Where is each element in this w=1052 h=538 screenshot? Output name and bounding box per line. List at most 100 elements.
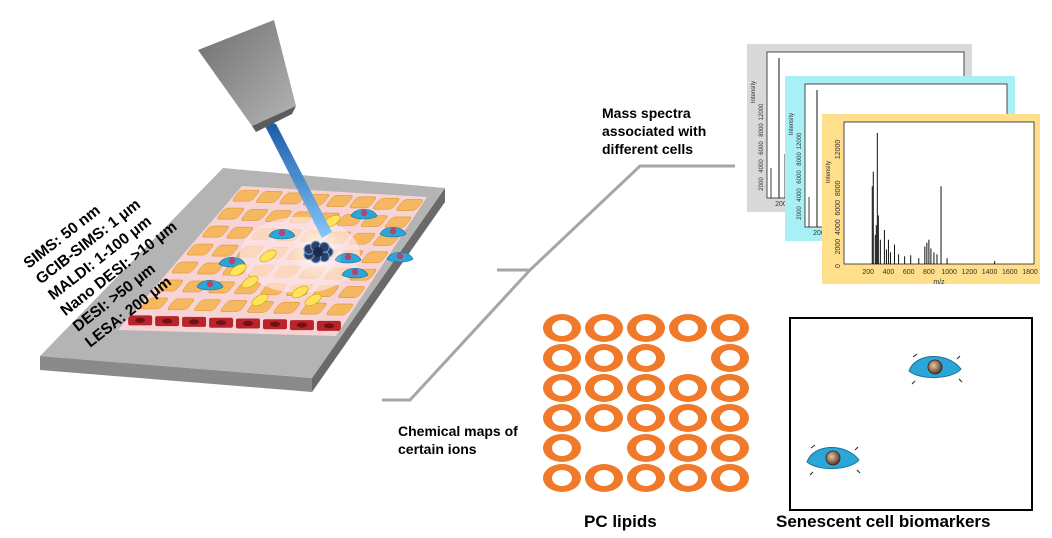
lipid-ring [543,464,581,492]
tissue-cell [373,197,400,210]
lipid-ring [669,374,707,402]
tissue-cell [349,196,377,209]
lipid-ring [669,314,707,342]
x-tick-label: 1200 [962,269,978,276]
red-cell [209,317,234,328]
y-tick-label: 4000 [759,159,765,173]
tissue-cell [211,244,239,257]
y-axis-label: Intensity [751,81,757,103]
lipid-ring [543,314,581,342]
x-tick-label: 200 [775,201,787,208]
x-tick-label: 400 [883,269,895,276]
x-tick-label: 200 [862,269,874,276]
lipid-ring [627,314,665,342]
red-cell [236,318,261,329]
x-tick-label: 1600 [1002,269,1018,276]
y-tick-label: 12000 [759,103,765,120]
x-axis-label: m/z [933,279,945,286]
yellow-marker [291,285,309,299]
senescent-cell [806,444,861,476]
yellow-marker [259,249,277,263]
pc-lipid-map [543,314,749,492]
lipid-ring [585,464,623,492]
lipid-ring [627,344,665,372]
y-tick-label: 8000 [759,123,765,137]
blue-cell [341,267,369,279]
yellow-marker [241,275,259,289]
mass-spectra-panels: 200040006000800012000Intensity2002000400… [747,44,1040,286]
red-cell [128,315,153,326]
x-tick-label: 200 [813,230,825,237]
y-tick-label: 4000 [835,219,842,235]
y-tick-label: 4000 [797,188,803,202]
connector-lines [382,164,735,402]
tissue-cell [338,286,365,298]
senescent-label: Senescent cell biomarkers [776,512,991,531]
y-tick-label: 6000 [759,141,765,155]
tissue-cell [241,209,268,221]
tissue-section [118,186,427,336]
lipid-ring [711,464,749,492]
y-tick-label: 12000 [797,132,803,149]
y-axis-label: Intensity [826,161,832,183]
tissue-cell [232,189,260,202]
tissue-cell [217,207,244,220]
x-tick-label: 600 [903,269,915,276]
lipid-ring [711,374,749,402]
lipid-ring [669,404,707,432]
lipid-ring [669,464,707,492]
lipid-ring [627,464,665,492]
lipid-ring [543,434,581,462]
red-cell [262,319,287,330]
lipid-ring [585,314,623,342]
y-tick-label: 2000 [797,206,803,220]
lipid-ring [627,434,665,462]
blue-cell [196,279,224,291]
y-tick-label: 8000 [797,152,803,166]
blue-cell [268,228,296,240]
yellow-marker [229,263,247,277]
lipid-ring [585,374,623,402]
lipid-ring [543,374,581,402]
tissue-cell [171,261,199,274]
yellow-marker [304,293,322,307]
lipid-ring [711,314,749,342]
lipid-ring [711,434,749,462]
senescent-biomarker-panel [789,317,1033,511]
tissue-cell [202,225,229,238]
y-tick-label: 2000 [759,177,765,191]
lipid-ring [543,404,581,432]
tissue-cell [220,300,248,312]
mass-spectra-label: Mass spectra associated with different c… [602,105,707,157]
y-tick-label: 6000 [797,170,803,184]
x-tick-label: 1800 [1022,269,1038,276]
tissue-cell [187,243,214,256]
lipid-ring [627,404,665,432]
ablation-spot [303,240,334,264]
y-tick-label: 12000 [835,140,842,160]
x-tick-label: 1400 [982,269,998,276]
red-cell [316,320,341,331]
lipid-ring [711,404,749,432]
tissue-cell [167,298,195,311]
x-tick-label: 800 [923,269,935,276]
y-tick-label: 0 [835,264,842,268]
probe-nozzle [198,20,296,132]
blue-cell [386,251,414,263]
red-cell [155,316,180,327]
red-cell [289,320,314,331]
lipid-ring [627,374,665,402]
y-tick-label: 6000 [835,200,842,216]
senescent-cell [908,353,963,385]
tissue-cell [361,251,388,264]
red-cell [182,316,207,327]
lipid-ring [711,344,749,372]
tissue-cell [141,297,168,310]
y-tick-label: 2000 [835,239,842,255]
y-tick-label: 8000 [835,180,842,196]
lipid-ring [543,344,581,372]
tissue-cell [226,226,254,239]
tissue-cell [197,262,224,275]
